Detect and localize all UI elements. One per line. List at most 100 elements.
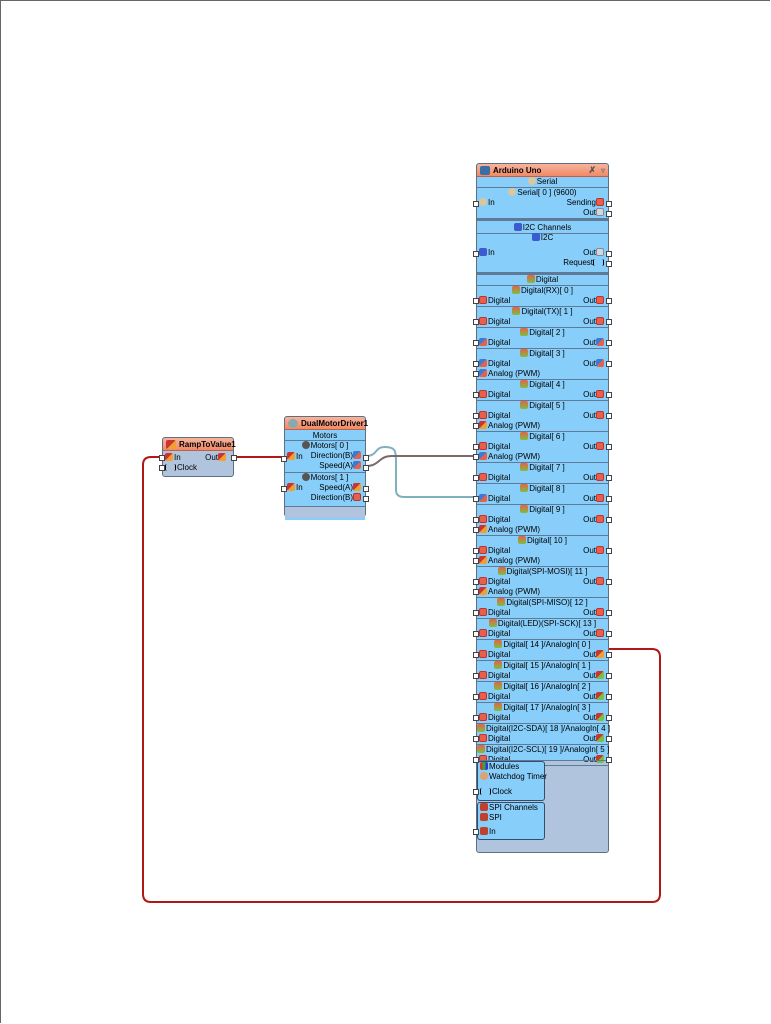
pin-analog-input[interactable] (473, 423, 479, 429)
pin-analog-input[interactable] (473, 371, 479, 377)
pin-digital-input[interactable] (473, 475, 479, 481)
i2c-request-pin[interactable] (606, 261, 612, 267)
pin-out-output[interactable] (606, 673, 612, 679)
motor0-in-pin[interactable] (281, 456, 287, 462)
watchdog-clock-pin[interactable] (473, 789, 479, 795)
pin-digital-input[interactable] (473, 631, 479, 637)
pin-title: Digital[ 9 ] (477, 505, 608, 515)
pin-digital-input[interactable] (473, 298, 479, 304)
byte-out-icon (596, 208, 604, 216)
pin-analog-input[interactable] (473, 454, 479, 460)
pin-digital-label: Digital (488, 473, 511, 482)
digital-pin-icon (520, 328, 529, 336)
pin-out-label: Out (583, 442, 596, 451)
pin-out-output[interactable] (606, 413, 612, 419)
pin-digital-input[interactable] (473, 548, 479, 554)
pin-out-output[interactable] (606, 715, 612, 721)
serial-sending-pin[interactable] (606, 201, 612, 207)
motor1-direction-pin[interactable] (363, 496, 369, 502)
motor0-block: Motors[ 0 ] In Direction(B) Speed(A) (285, 441, 365, 473)
pin-digital-input[interactable] (473, 444, 479, 450)
pin-analog-input[interactable] (473, 527, 479, 533)
pin-out-output[interactable] (606, 340, 612, 346)
ramp-clock-pin[interactable] (159, 465, 165, 471)
pin-out-output[interactable] (606, 392, 612, 398)
pin-out-output[interactable] (606, 444, 612, 450)
pin-separator (477, 535, 608, 536)
arduino-title-bar[interactable]: Arduino Uno ✗ ▿ (477, 164, 608, 177)
pin-digital-input[interactable] (473, 361, 479, 367)
pin-digital-input-row: Digital (479, 629, 510, 639)
spi-in-pin[interactable] (473, 829, 479, 835)
pin-digital-input[interactable] (473, 694, 479, 700)
pin-digital-input[interactable] (473, 757, 479, 763)
ramp-in-pin[interactable] (159, 455, 165, 461)
pin-out-output[interactable] (606, 610, 612, 616)
pin-digital-input[interactable] (473, 610, 479, 616)
ramp-out-pin[interactable] (231, 455, 237, 461)
pin-out-output[interactable] (606, 298, 612, 304)
pin-out-output[interactable] (606, 548, 612, 554)
pin-title-label: Digital(I2C-SCL)[ 19 ]/AnalogIn[ 5 ] (486, 745, 610, 754)
serial-out-pin[interactable] (606, 211, 612, 217)
pin-digital-input[interactable] (473, 579, 479, 585)
pin-analog-input[interactable] (473, 558, 479, 564)
digital-icon (479, 671, 487, 679)
ramp-out-row: Out (205, 453, 227, 463)
pin-out-label: Out (583, 546, 596, 555)
pin-digital-input[interactable] (473, 517, 479, 523)
pin-out-output[interactable] (606, 736, 612, 742)
chevron-down-icon[interactable]: ▿ (600, 166, 605, 175)
motor0-direction-label: Direction(B) (310, 451, 353, 460)
pin-out-output[interactable] (606, 694, 612, 700)
pin-digital-input[interactable] (473, 319, 479, 325)
pin-digital-input[interactable] (473, 715, 479, 721)
pin-digital-input[interactable] (473, 652, 479, 658)
pin-digital-input[interactable] (473, 392, 479, 398)
arduino-uno-component[interactable]: Arduino Uno ✗ ▿ Serial Serial[ 0 ] (9600… (473, 163, 612, 853)
pin-digital-input[interactable] (473, 496, 479, 502)
pin-out-output[interactable] (606, 361, 612, 367)
digital-icon (479, 338, 487, 346)
motor1-speed-pin[interactable] (363, 486, 369, 492)
pin-digital-input[interactable] (473, 736, 479, 742)
modules-section-label: Modules (489, 762, 520, 771)
pin-out-output[interactable] (606, 517, 612, 523)
pin-out-output[interactable] (606, 496, 612, 502)
pin-analog-input-row: Analog (PWM) (479, 421, 540, 431)
pin-out-output[interactable] (606, 579, 612, 585)
arduino-board-icon (480, 166, 490, 175)
serial-channel-title: Serial[ 0 ] (9600) (477, 188, 608, 198)
pin-digital-input[interactable] (473, 340, 479, 346)
serial-in-pin[interactable] (473, 201, 479, 207)
pin-out-output[interactable] (606, 319, 612, 325)
pin-separator (477, 462, 608, 463)
arduino-title: Arduino Uno (493, 166, 542, 175)
i2c-in-pin[interactable] (473, 251, 479, 257)
motor0-speed-pin[interactable] (363, 465, 369, 471)
i2c-out-pin[interactable] (606, 251, 612, 257)
ramp-title-bar[interactable]: RampToValue1 (163, 438, 236, 451)
tools-icon[interactable]: ✗ (588, 165, 596, 175)
pin-digital-input-row: Digital (479, 734, 510, 744)
pin-out-output[interactable] (606, 475, 612, 481)
dual-motor-driver-component[interactable]: DualMotorDriver1 Motors Motors[ 0 ] In D… (281, 416, 369, 520)
ramp-out-label: Out (205, 453, 218, 462)
pin-analog-input-row: Analog (PWM) (479, 556, 540, 566)
serial-channel-label: Serial[ 0 ] (9600) (517, 188, 577, 197)
pin-digital-input[interactable] (473, 413, 479, 419)
pin-analog-input[interactable] (473, 589, 479, 595)
pin-out-output[interactable] (606, 652, 612, 658)
pin-out-output[interactable] (606, 631, 612, 637)
motor-title-bar[interactable]: DualMotorDriver1 (285, 417, 368, 430)
motor1-in-pin[interactable] (281, 486, 287, 492)
motor0-direction-pin[interactable] (363, 455, 369, 461)
pin-out-output[interactable] (606, 757, 612, 763)
pin-out-label: Out (583, 359, 596, 368)
ramp-to-value-component[interactable]: RampToValue1 In Out Clock (159, 437, 237, 477)
digital-out-icon (596, 515, 604, 523)
digital-section-label: Digital (535, 275, 559, 284)
pin-digital-input[interactable] (473, 673, 479, 679)
pin-analog-label: Analog (PWM) (488, 369, 541, 378)
